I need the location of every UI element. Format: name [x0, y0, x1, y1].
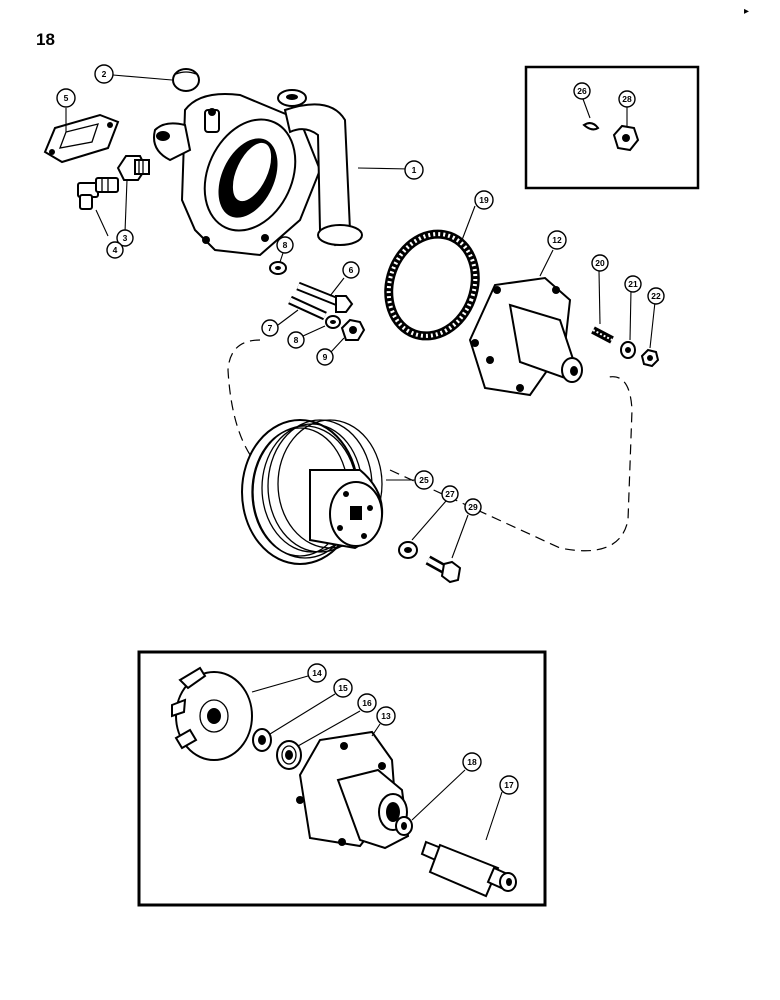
callout-26: 26 — [573, 82, 591, 100]
dashed-alignment-line — [227, 339, 633, 552]
callout-8-lower: 8 — [287, 331, 305, 349]
bolt-part — [296, 281, 354, 313]
inset-box-pump-assembly — [137, 650, 547, 907]
callout-22: 22 — [647, 287, 665, 305]
svg-text:20: 20 — [595, 258, 605, 268]
corner-mark: ▸ — [744, 6, 750, 17]
callout-18: 18 — [462, 752, 482, 772]
svg-text:12: 12 — [552, 235, 562, 245]
svg-text:8: 8 — [294, 335, 299, 345]
callout-8-upper: 8 — [276, 236, 294, 254]
svg-text:1: 1 — [412, 165, 417, 175]
svg-text:9: 9 — [323, 352, 328, 362]
svg-text:14: 14 — [312, 668, 322, 678]
svg-text:22: 22 — [651, 291, 661, 301]
callout-17: 17 — [499, 775, 519, 795]
drain-cock-part — [77, 177, 119, 210]
leader-lines — [65, 74, 656, 841]
svg-text:21: 21 — [628, 279, 638, 289]
stud-part — [288, 295, 327, 321]
callout-3: 3 — [116, 229, 134, 247]
svg-text:16: 16 — [362, 698, 372, 708]
svg-text:18: 18 — [467, 757, 477, 767]
seal-16-part — [276, 740, 302, 770]
washer-part-upper — [269, 261, 287, 275]
lockwasher-21-part — [620, 341, 636, 359]
washer-part-lower — [325, 315, 341, 329]
gasket-part — [43, 113, 120, 164]
svg-text:7: 7 — [268, 323, 273, 333]
svg-text:2: 2 — [102, 69, 107, 79]
svg-text:8: 8 — [283, 240, 288, 250]
ring-gasket-part — [384, 229, 480, 341]
callout-19: 19 — [474, 190, 494, 210]
svg-text:17: 17 — [504, 780, 514, 790]
stud-20-part — [591, 326, 614, 344]
page-number: 18 — [36, 30, 55, 49]
callout-27: 27 — [441, 485, 459, 503]
svg-text:26: 26 — [577, 86, 587, 96]
pump-housing-part — [153, 89, 363, 257]
pump-body-part — [468, 276, 583, 397]
svg-text:5: 5 — [64, 93, 69, 103]
washer-27-part — [398, 541, 418, 559]
seal-15-part — [252, 728, 272, 752]
callout-29: 29 — [464, 498, 482, 516]
svg-text:29: 29 — [468, 502, 478, 512]
callout-12: 12 — [547, 230, 567, 250]
pulley-part — [241, 419, 384, 565]
callout-15: 15 — [333, 678, 353, 698]
impeller-14-part — [171, 666, 253, 761]
callout-21: 21 — [624, 275, 642, 293]
svg-text:15: 15 — [338, 683, 348, 693]
shaft-bearing-17-part — [420, 840, 517, 898]
callout-13: 13 — [376, 706, 396, 726]
nut-28-part — [612, 124, 640, 152]
callout-6: 6 — [342, 261, 360, 279]
svg-text:13: 13 — [381, 711, 391, 721]
svg-text:28: 28 — [622, 94, 632, 104]
callout-20: 20 — [591, 254, 609, 272]
seal-18-part — [395, 816, 413, 836]
svg-text:4: 4 — [113, 245, 118, 255]
callout-25: 25 — [414, 470, 434, 490]
callout-2: 2 — [94, 64, 114, 84]
callout-9: 9 — [316, 348, 334, 366]
callout-5: 5 — [56, 88, 76, 108]
svg-text:27: 27 — [445, 489, 455, 499]
svg-text:6: 6 — [349, 265, 354, 275]
capscrew-29-part — [425, 555, 462, 584]
callout-16: 16 — [357, 693, 377, 713]
inset-box-small-parts — [524, 65, 700, 190]
callout-1: 1 — [404, 160, 424, 180]
key-26-part — [582, 122, 600, 131]
nut-part — [340, 318, 366, 341]
svg-text:25: 25 — [419, 475, 429, 485]
pump-body-13-part — [296, 730, 410, 850]
plug-cap-part — [172, 68, 200, 92]
svg-text:19: 19 — [479, 195, 489, 205]
fitting-part — [116, 155, 150, 181]
svg-text:3: 3 — [123, 233, 128, 243]
callout-7: 7 — [261, 319, 279, 337]
callout-4: 4 — [106, 241, 124, 259]
callout-28: 28 — [618, 90, 636, 108]
nut-22-part — [640, 348, 660, 368]
callout-14: 14 — [307, 663, 327, 683]
